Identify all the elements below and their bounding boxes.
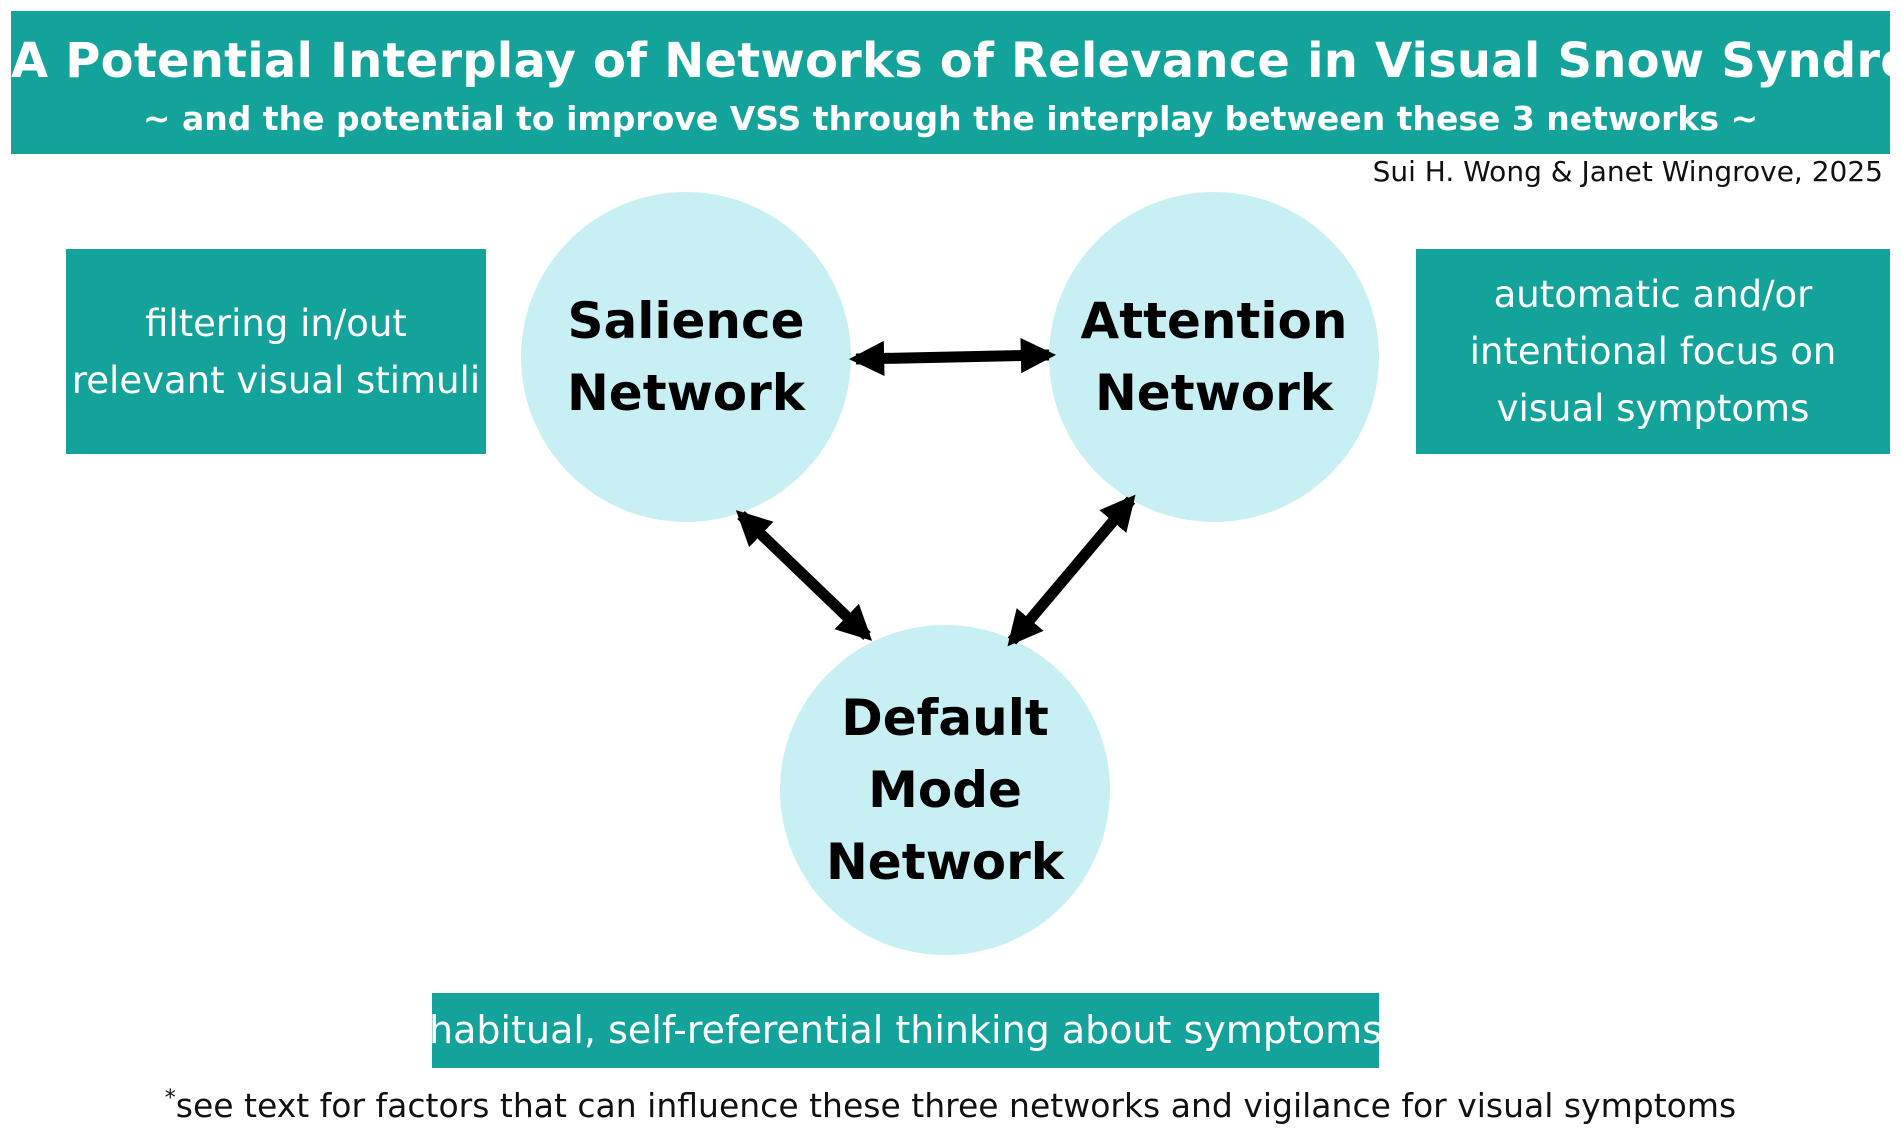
salience-node-label: Salience	[567, 292, 805, 350]
attention-description-line: automatic and/or	[1493, 273, 1813, 316]
default-mode-description: habitual, self-referential thinking abou…	[429, 1008, 1382, 1052]
attention-description-line: intentional focus on	[1469, 330, 1837, 373]
salience-network-node: Salience Network	[521, 192, 851, 522]
salience-description-line: filtering in/out	[145, 301, 407, 345]
arrow-attention-default-mode	[1007, 494, 1136, 647]
salience-description-box: filtering in/out relevant visual stimuli	[66, 249, 486, 454]
default-mode-node-label: Mode	[868, 761, 1022, 819]
default-mode-node-label: Default	[841, 689, 1049, 747]
attention-description-line: visual symptoms	[1496, 387, 1810, 430]
salience-node-label: Network	[566, 364, 806, 422]
attention-network-node: Attention Network	[1049, 192, 1379, 522]
footnote-marker: *	[164, 1086, 176, 1111]
default-mode-description-box: habitual, self-referential thinking abou…	[429, 993, 1382, 1068]
arrow-salience-default-mode	[735, 510, 873, 641]
page-title: A Potential Interplay of Networks of Rel…	[11, 33, 1901, 89]
default-mode-network-node: Default Mode Network	[780, 625, 1110, 955]
attention-node-label: Attention	[1080, 292, 1348, 350]
attention-node-label: Network	[1094, 364, 1334, 422]
footnote-text: see text for factors that can influence …	[175, 1086, 1737, 1125]
arrow-salience-attention	[848, 337, 1057, 377]
salience-description-line: relevant visual stimuli	[71, 358, 481, 402]
attention-description-box: automatic and/or intentional focus on vi…	[1416, 249, 1890, 454]
title-banner: A Potential Interplay of Networks of Rel…	[11, 11, 1901, 154]
author-credit: Sui H. Wong & Janet Wingrove, 2025	[1372, 155, 1883, 188]
footnote: *see text for factors that can influence…	[0, 1086, 1901, 1125]
default-mode-node-label: Network	[825, 833, 1065, 891]
page-subtitle: ~ and the potential to improve VSS throu…	[142, 99, 1759, 138]
